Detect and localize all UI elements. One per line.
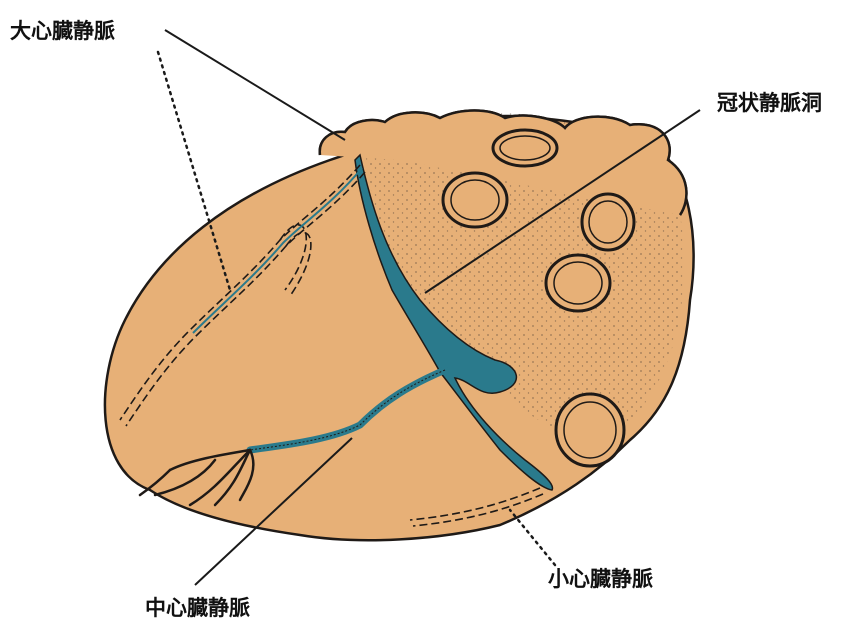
label-middle-cardiac-vein: 中心臓静脈 (145, 596, 250, 620)
vessel-opening (556, 394, 624, 466)
vessel-opening (443, 173, 507, 227)
vessel-opening (582, 194, 634, 250)
label-coronary-sinus: 冠状静脈洞 (717, 91, 822, 115)
label-small-cardiac-vein: 小心臓静脈 (548, 567, 653, 591)
leader-line-great-cardiac-vein (165, 30, 345, 140)
vessel-opening (546, 255, 610, 311)
label-great-cardiac-vein: 大心臓静脈 (10, 19, 115, 43)
